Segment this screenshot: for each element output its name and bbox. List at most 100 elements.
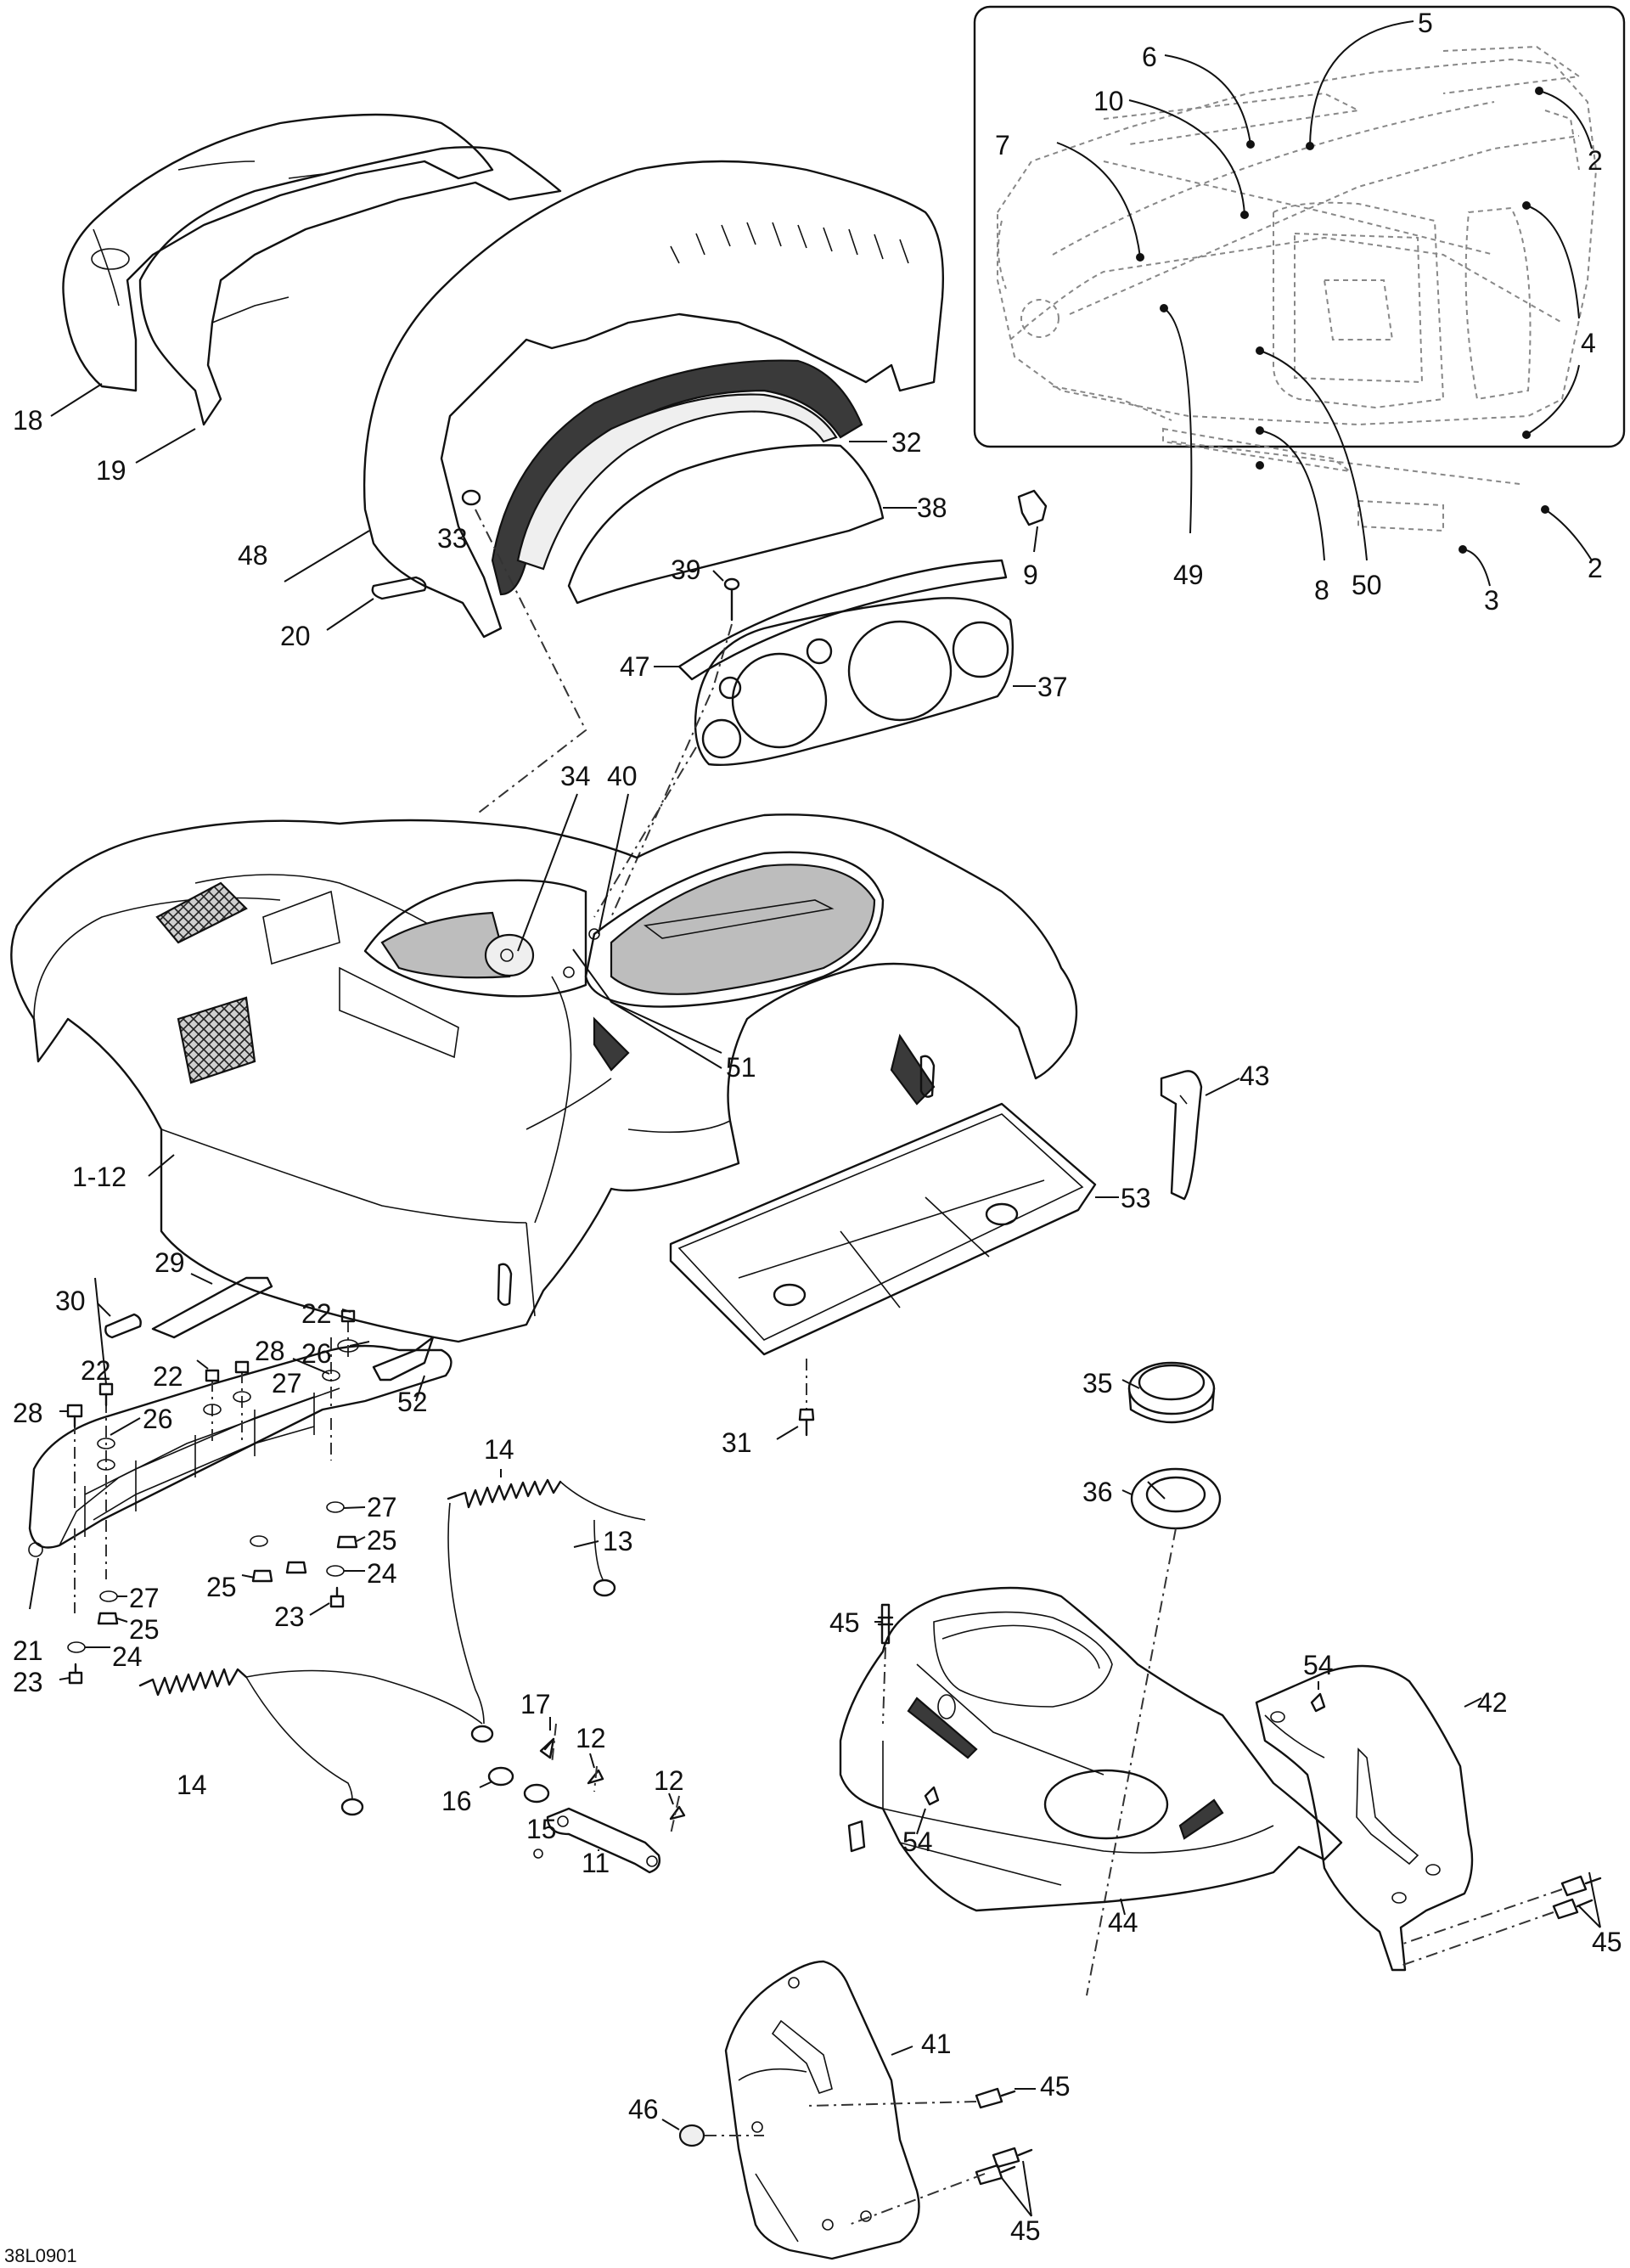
- console-44: [839, 1586, 1343, 1916]
- assembly-line-37: [593, 746, 697, 918]
- callout-23-right: 23: [274, 1601, 305, 1632]
- linkage-parts: [479, 1717, 686, 1874]
- callout-45-bottom: 45: [1010, 2215, 1041, 2246]
- callout-25-left: 25: [129, 1614, 160, 1645]
- callout-24-right: 24: [367, 1558, 397, 1589]
- callout-12-left: 12: [576, 1723, 606, 1753]
- cover-18: [50, 113, 494, 417]
- callout-15: 15: [526, 1814, 557, 1844]
- part-33: [461, 489, 481, 506]
- callout-22-left: 22: [81, 1355, 111, 1386]
- callout-6: 6: [1142, 42, 1157, 72]
- callout-33: 33: [437, 523, 468, 554]
- callout-22-right: 22: [301, 1298, 332, 1329]
- spring-14-upper: [447, 1469, 562, 1509]
- callout-24-left: 24: [112, 1641, 143, 1672]
- callout-27-left: 27: [129, 1583, 160, 1613]
- callout-37: 37: [1037, 672, 1068, 702]
- callout-14-lower: 14: [177, 1770, 207, 1800]
- panel-41: [724, 1960, 920, 2260]
- fastener-stacks: [59, 1277, 370, 1685]
- callout-36: 36: [1082, 1477, 1113, 1507]
- callout-28-left: 28: [13, 1398, 43, 1428]
- fasteners-45-46-54: [661, 1603, 1602, 2226]
- assembly-line-33: [475, 509, 587, 816]
- callout-43: 43: [1239, 1061, 1270, 1091]
- inset-panel-drawing: [997, 45, 1598, 532]
- callout-18: 18: [13, 405, 43, 436]
- callout-32: 32: [891, 427, 922, 458]
- rod-29: [151, 1273, 273, 1339]
- diagram-code: 38L0901: [4, 2245, 77, 2266]
- callout-13: 13: [603, 1526, 633, 1556]
- callout-30: 30: [55, 1286, 86, 1316]
- callout-27-right: 27: [367, 1492, 397, 1522]
- callout-16: 16: [441, 1786, 472, 1816]
- callout-12-right: 12: [654, 1765, 684, 1796]
- callout-7: 7: [995, 130, 1010, 160]
- callout-11: 11: [582, 1848, 610, 1878]
- callout-42: 42: [1477, 1687, 1508, 1718]
- callout-26-left: 26: [143, 1404, 173, 1434]
- callout-3: 3: [1484, 585, 1499, 616]
- callout-27-top: 27: [272, 1368, 302, 1399]
- callout-54-right: 54: [1303, 1650, 1334, 1680]
- bracket-43: [1160, 1070, 1240, 1201]
- callout-45-mid: 45: [1040, 2071, 1071, 2102]
- upper-leaders: [517, 793, 1166, 1500]
- cover-19: [135, 146, 562, 464]
- cable-13: [447, 1481, 646, 1743]
- callout-50: 50: [1352, 570, 1382, 600]
- inset-leaders: [1033, 20, 1593, 587]
- callout-35: 35: [1082, 1368, 1113, 1399]
- callout-45-top: 45: [829, 1607, 860, 1638]
- callout-34: 34: [560, 761, 591, 791]
- callout-25-mid: 25: [206, 1572, 237, 1602]
- callout-52: 52: [397, 1387, 428, 1417]
- callout-49: 49: [1173, 560, 1204, 590]
- front-body-1-12: [10, 813, 1078, 1343]
- callout-31: 31: [722, 1427, 752, 1458]
- assembly-line-35: [1086, 1528, 1177, 1996]
- callout-5: 5: [1418, 8, 1433, 38]
- clip-9: [1017, 489, 1048, 526]
- screw-39: [712, 570, 740, 622]
- bezel-37: [694, 597, 1036, 767]
- cushion-38: [567, 444, 917, 605]
- callout-10: 10: [1093, 86, 1124, 116]
- callout-48: 48: [238, 540, 268, 571]
- callout-39: 39: [671, 554, 701, 585]
- assembly-line-39: [610, 623, 733, 918]
- cover-48: [284, 160, 945, 639]
- trim-32: [491, 359, 887, 596]
- callout-47: 47: [620, 651, 650, 682]
- tray-53: [669, 1102, 1119, 1356]
- callout-8: 8: [1314, 575, 1329, 605]
- bolt-31: [776, 1359, 815, 1440]
- callout-29: 29: [155, 1247, 185, 1278]
- callout-9: 9: [1023, 560, 1038, 590]
- callout-38: 38: [917, 492, 947, 523]
- callout-19: 19: [96, 455, 126, 486]
- callout-26-right: 26: [301, 1338, 332, 1369]
- part-20: [326, 576, 427, 631]
- panel-42: [1255, 1664, 1482, 1972]
- spring-14-lower: [138, 1668, 483, 1816]
- callout-41: 41: [921, 2029, 952, 2059]
- callout-4: 4: [1581, 328, 1596, 358]
- callout-2-bottom: 2: [1588, 553, 1603, 583]
- inset-frame: [973, 5, 1626, 448]
- callout-51: 51: [726, 1052, 756, 1083]
- bushing-30: [97, 1303, 142, 1339]
- strip-47: [654, 559, 1008, 681]
- callout-25-right: 25: [367, 1525, 397, 1556]
- frame-21: [28, 1344, 452, 1610]
- callout-45-right: 45: [1592, 1927, 1622, 1957]
- callout-46: 46: [628, 2094, 659, 2124]
- callout-23-left: 23: [13, 1667, 43, 1697]
- detail-inset: 5 6 10 7 2 4 2 9 49 8 50 3: [973, 5, 1626, 616]
- callout-53: 53: [1121, 1183, 1151, 1213]
- ring-36: [1121, 1467, 1222, 1530]
- callout-14-upper: 14: [484, 1434, 514, 1465]
